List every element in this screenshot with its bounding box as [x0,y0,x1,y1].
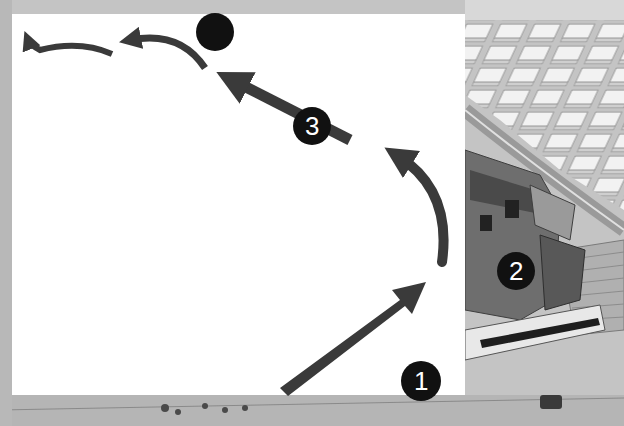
callout-number: 3 [305,113,319,139]
callout-number: 2 [509,258,523,284]
callout-number: 1 [414,368,428,394]
